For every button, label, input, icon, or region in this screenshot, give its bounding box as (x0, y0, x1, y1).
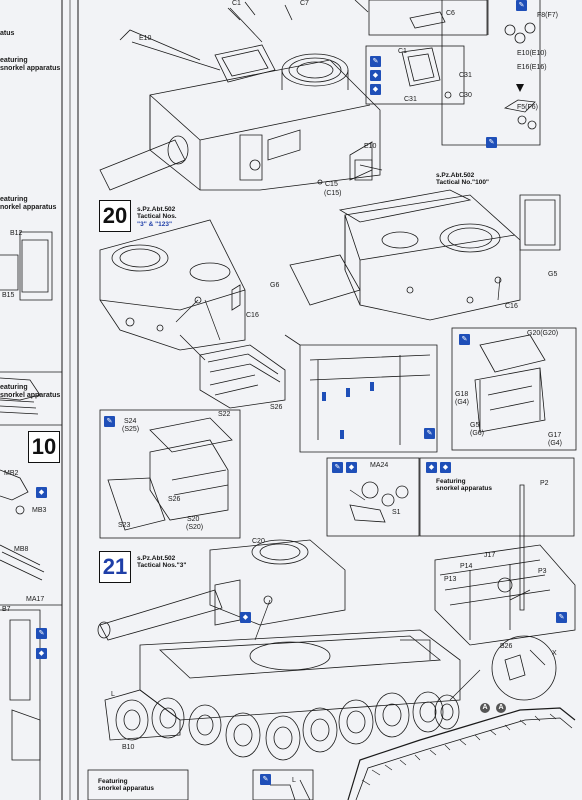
part-label: S20 (187, 516, 200, 523)
part-label: B26 (500, 643, 513, 650)
step-number-10: 10 (28, 431, 60, 463)
glue-icon: ◆ (370, 84, 381, 95)
part-label: E10(E10) (517, 50, 547, 57)
glue-icon: ◆ (440, 462, 451, 473)
part-label: MA24 (370, 462, 389, 469)
part-label: S23 (118, 522, 131, 529)
paint-icon: ✎ (516, 0, 527, 11)
glue-icon: ◆ (36, 648, 47, 659)
part-label: (G6) (470, 430, 484, 437)
part-label: F5(F6) (517, 104, 538, 111)
part-label: G5 (470, 422, 480, 429)
part-label: E10 (364, 143, 377, 150)
part-label: B12 (10, 230, 23, 237)
part-label: B15 (2, 292, 15, 299)
part-label: MB3 (32, 507, 47, 514)
paint-icon: ✎ (556, 612, 567, 623)
part-label: S26 (168, 496, 181, 503)
step-number-20: 20 (99, 200, 131, 232)
part-label: S24 (124, 418, 137, 425)
left-margin-text: norkel apparatus (0, 204, 57, 211)
left-margin-text: snorkel apparatus (0, 65, 61, 72)
part-label: B7 (2, 606, 11, 613)
part-label: G17 (548, 432, 562, 439)
part-label: P3 (538, 568, 547, 575)
part-label: S1 (392, 509, 401, 516)
part-label: F8(F7) (537, 12, 558, 19)
part-label: G5 (548, 271, 558, 278)
paint-icon: ✎ (370, 56, 381, 67)
left-margin-text: eaturing (0, 196, 28, 203)
part-label: C16 (246, 312, 259, 319)
part-label: E10 (139, 35, 152, 42)
part-label: MB8 (14, 546, 29, 553)
featuring-snorkel-caption-bottom: Featuring snorkel apparatus (98, 778, 154, 793)
paint-icon: ✎ (260, 774, 271, 785)
part-label: (C15) (324, 190, 342, 197)
reference-marker-a: A (480, 703, 490, 713)
paint-icon: ✎ (486, 137, 497, 148)
part-label: P13 (444, 576, 457, 583)
paint-icon: ✎ (36, 628, 47, 639)
part-label: P14 (460, 563, 473, 570)
part-label: J17 (484, 552, 496, 559)
glue-icon: ◆ (346, 462, 357, 473)
part-label: S26 (270, 404, 283, 411)
part-label: C31 (459, 72, 472, 79)
left-margin-text: atus (0, 30, 15, 37)
paint-icon: ✎ (424, 428, 435, 439)
featuring-snorkel-caption: Featuring snorkel apparatus (436, 478, 492, 493)
glue-icon: ◆ (370, 70, 381, 81)
tank100-caption: s.Pz.Abt.502 Tactical No."100" (436, 172, 490, 187)
part-label: (S20) (186, 524, 204, 531)
step21-caption: s.Pz.Abt.502 Tactical Nos."3" (137, 555, 187, 570)
part-label: MA17 (26, 596, 45, 603)
part-label: L (111, 691, 115, 698)
part-label: C31 (404, 96, 417, 103)
paint-icon: ✎ (104, 416, 115, 427)
glue-icon: ◆ (36, 487, 47, 498)
part-label: E16(E16) (517, 64, 547, 71)
step-number-21: 21 (99, 551, 131, 583)
part-label: X (552, 650, 557, 657)
part-label: P2 (540, 480, 549, 487)
part-label: L (292, 777, 296, 784)
part-label: C16 (505, 303, 518, 310)
part-label: MB2 (4, 470, 19, 477)
part-label: C1 (398, 48, 407, 55)
part-label: G18 (455, 391, 469, 398)
part-label: C30 (459, 92, 472, 99)
part-label: C6 (446, 10, 455, 17)
part-label: G20(G20) (527, 330, 559, 337)
part-label: C15 (325, 181, 338, 188)
part-label: (G4) (455, 399, 469, 406)
left-margin-text: eaturing (0, 384, 28, 391)
part-label: C20 (252, 538, 265, 545)
left-margin-text: snorkel apparatus (0, 392, 61, 399)
part-label: S22 (218, 411, 231, 418)
glue-icon: ◆ (426, 462, 437, 473)
left-margin-text: eaturing (0, 57, 28, 64)
part-label: (S25) (122, 426, 140, 433)
part-label: C1 (232, 0, 241, 7)
glue-icon: ◆ (240, 612, 251, 623)
part-label: B10 (122, 744, 135, 751)
part-label: C7 (300, 0, 309, 7)
reference-marker-a: A (496, 703, 506, 713)
step20-caption: s.Pz.Abt.502 Tactical Nos. "3" & "123" (137, 206, 177, 228)
part-label: G6 (270, 282, 280, 289)
paint-icon: ✎ (459, 334, 470, 345)
paint-icon: ✎ (332, 462, 343, 473)
part-label: (G4) (548, 440, 562, 447)
